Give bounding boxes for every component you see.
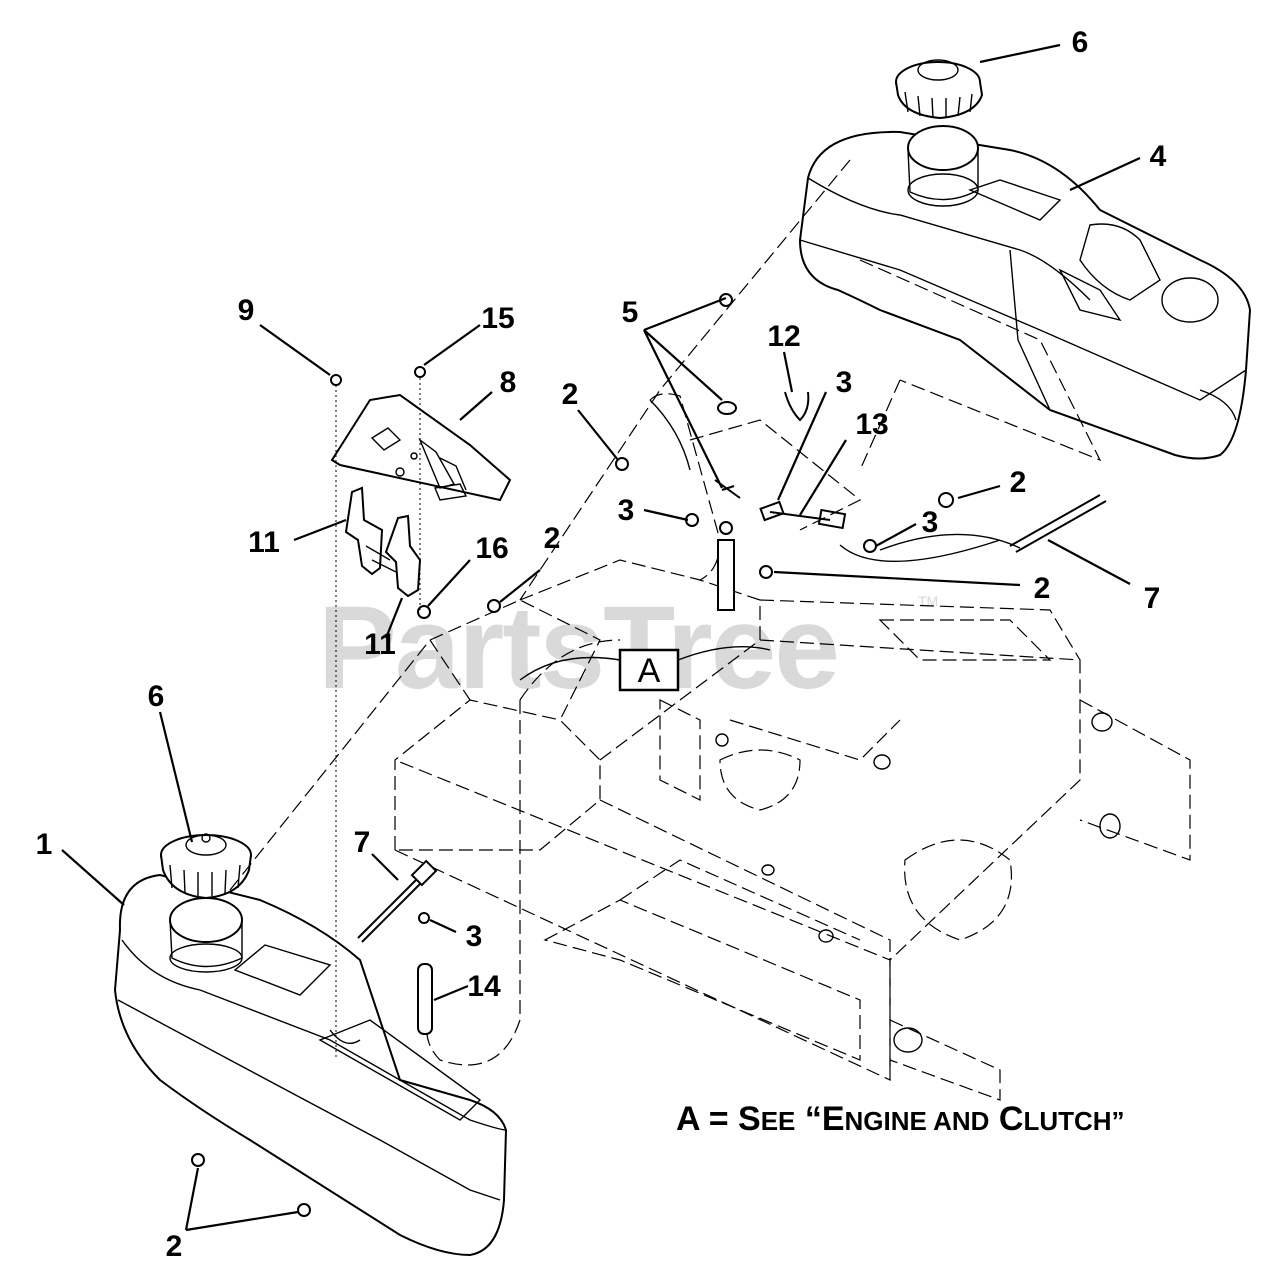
fuel-tank-right [798, 125, 1252, 471]
callout-6-left: 6 [148, 680, 165, 713]
callout-3-mid: 3 [618, 494, 635, 527]
control-plate [330, 393, 512, 502]
callout-2-upper: 2 [562, 378, 579, 411]
note-quote-open: “E [795, 1100, 844, 1138]
callout-2-right: 2 [1010, 466, 1027, 499]
callout-2-bottom: 2 [166, 1230, 183, 1263]
watermark-trademark: TM [918, 593, 938, 609]
callout-5: 5 [622, 296, 639, 329]
callout-11-lower: 11 [364, 628, 396, 661]
screw-15 [414, 366, 426, 378]
nut-2-bottom-b [297, 1203, 311, 1217]
note-see-rest: EE [761, 1106, 796, 1136]
watermark-text: PartsTree [318, 582, 838, 714]
callout-13: 13 [855, 408, 888, 441]
callout-numbers: 6 4 9 15 8 5 12 3 13 2 3 2 3 11 16 2 2 7… [36, 26, 1167, 1263]
control-levers [344, 486, 422, 598]
screw-9 [330, 374, 342, 386]
leader-lines [61, 43, 1141, 1232]
callout-3-top: 3 [836, 366, 853, 399]
note-prefix: A = S [676, 1100, 761, 1138]
callout-7-right: 7 [1144, 582, 1161, 615]
hose-14 [417, 963, 433, 1035]
callout-2-lower-right: 2 [1034, 572, 1051, 605]
callout-9: 9 [238, 294, 255, 327]
note-engine-rest: NGINE AND [845, 1106, 990, 1136]
frame-chassis [394, 559, 1191, 1101]
callout-2-mid: 2 [544, 522, 561, 555]
callout-1: 1 [36, 828, 53, 861]
reference-box-label: A [638, 652, 661, 690]
nut-2-mid [487, 599, 501, 613]
fuel-tank-left [113, 873, 508, 1257]
hose-14-upper [717, 539, 735, 611]
callout-7-left: 7 [354, 826, 371, 859]
fuel-line-assembly [615, 293, 1107, 611]
fuel-gauge-7-left [357, 869, 427, 939]
callout-14: 14 [467, 970, 501, 1003]
callout-3-left: 3 [466, 920, 483, 953]
reference-box-a: A [519, 646, 771, 692]
callout-11-upper: 11 [248, 526, 280, 559]
gas-cap-left [160, 833, 252, 900]
callout-4: 4 [1150, 140, 1167, 173]
callout-8: 8 [500, 366, 517, 399]
nut-3-left [418, 912, 430, 924]
note-clutch-rest: LUTCH” [1023, 1106, 1124, 1136]
bushing-16 [417, 605, 431, 619]
callout-3-right: 3 [922, 506, 939, 539]
gas-cap-top [895, 59, 984, 120]
callout-12: 12 [767, 320, 800, 353]
note-clutch-first: C [989, 1100, 1023, 1138]
reference-note: A = SEE “ENGINE AND CLUTCH” [676, 1100, 1125, 1138]
callout-6-top: 6 [1072, 26, 1089, 59]
nut-2-right-top [938, 492, 954, 508]
callout-15: 15 [481, 302, 514, 335]
callout-16: 16 [475, 532, 508, 565]
nut-2-bottom-a [191, 1153, 205, 1167]
